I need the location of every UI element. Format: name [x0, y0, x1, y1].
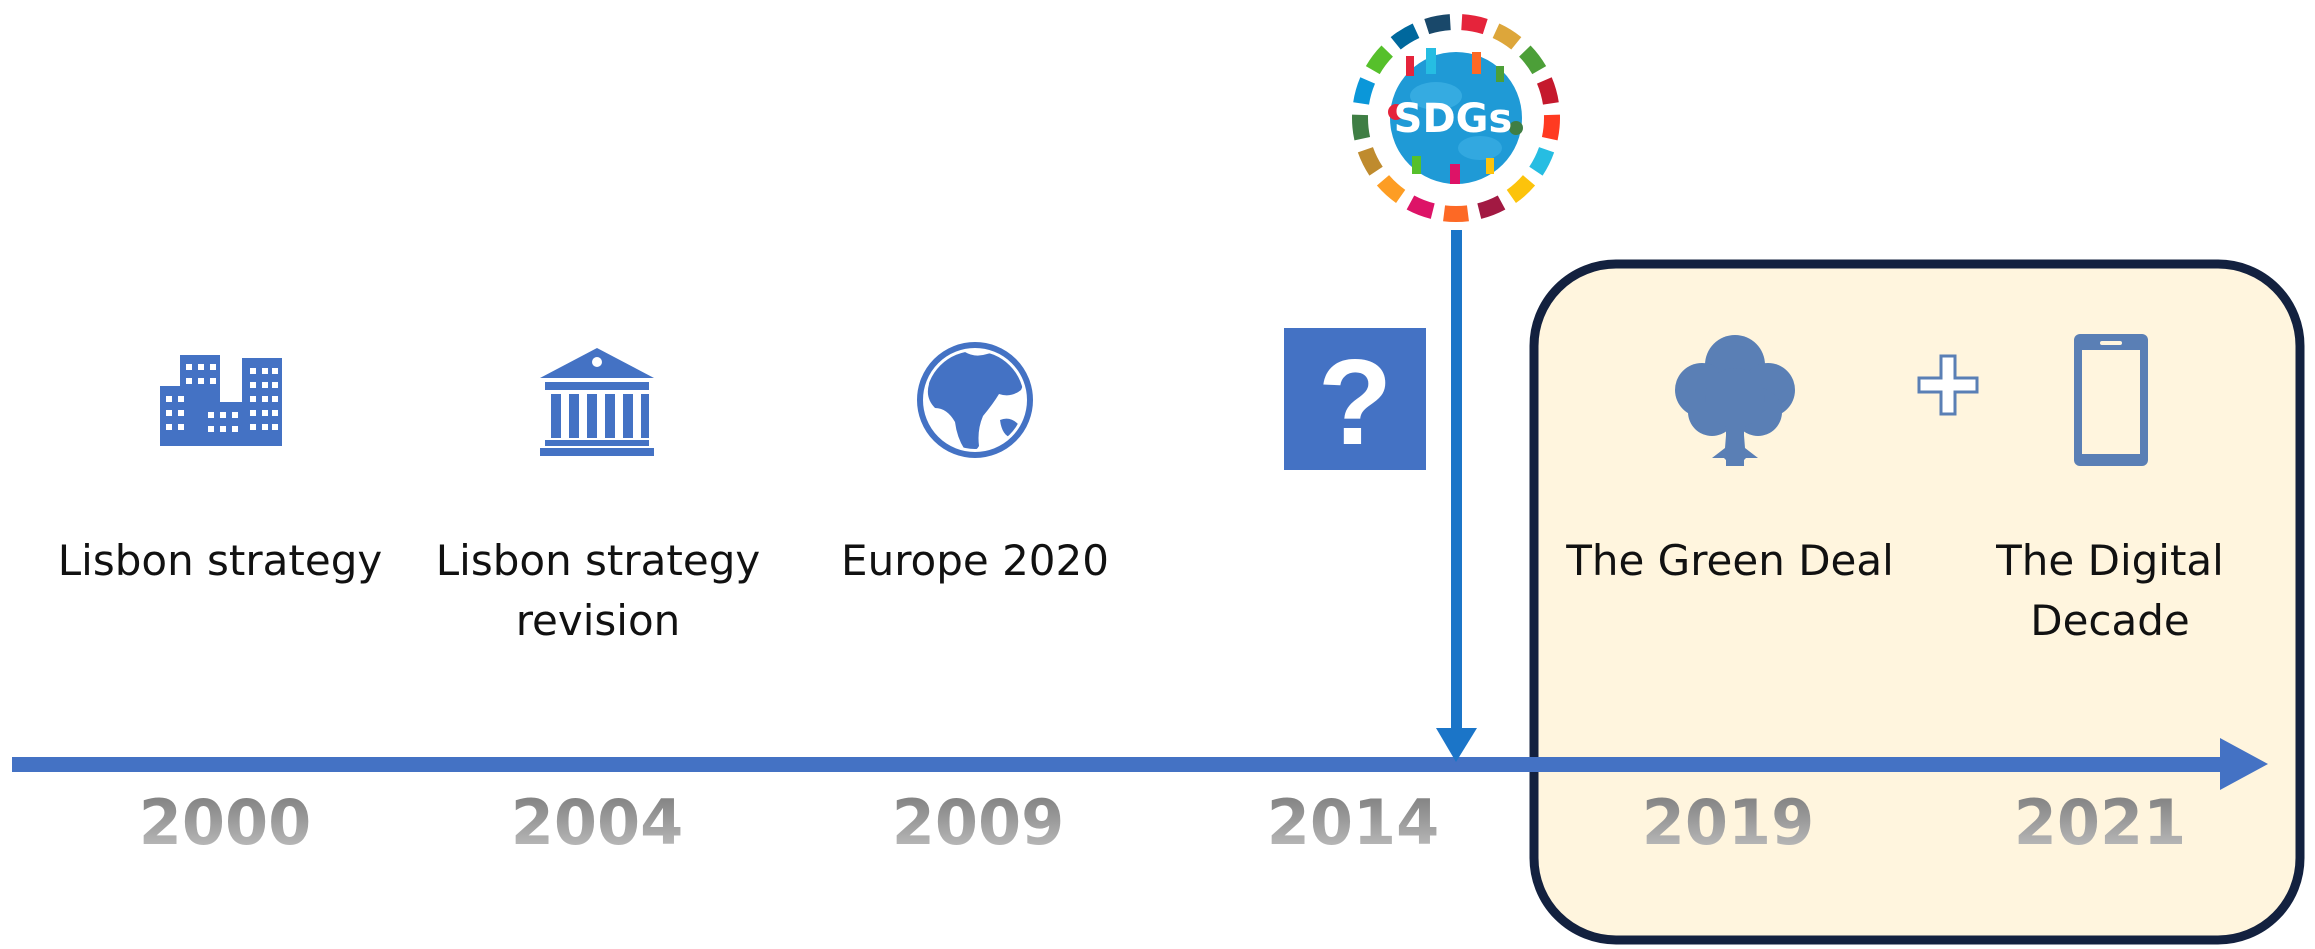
milestone-label-line: The Digital	[1996, 536, 2224, 585]
sdg-ring-segment	[1529, 147, 1555, 176]
timeline-bar	[12, 757, 2238, 772]
sdg-ring-segment	[1443, 205, 1469, 222]
milestone-label-line: Lisbon strategy	[57, 536, 383, 585]
svg-text:?: ?	[1318, 334, 1393, 470]
sdg-ring-segment	[1477, 195, 1506, 219]
sdg-ring-segment	[1365, 45, 1393, 75]
year-label-2004: 2004	[447, 788, 747, 858]
milestone-label-line: Lisbon strategy	[435, 536, 761, 585]
milestone-label-2004: Lisbon strategy revision	[408, 531, 788, 651]
sdg-wheel-icon: SDGs	[1344, 6, 1568, 230]
year-label-2014: 2014	[1203, 788, 1503, 858]
sdg-badge-text: SDGs	[1394, 96, 1513, 142]
sdg-ring-segment	[1461, 14, 1488, 35]
milestone-label-line: Decade	[2030, 596, 2190, 645]
sdg-arrowhead	[1436, 728, 1477, 762]
sdg-ring-segment	[1406, 195, 1435, 219]
question-mark-icon: ?	[1284, 328, 1426, 470]
plus-icon	[1917, 354, 1979, 416]
milestone-label-2009: Europe 2020	[785, 531, 1165, 591]
sdg-ring-segment	[1506, 175, 1536, 203]
sdg-ring-segment	[1352, 114, 1371, 141]
year-label-2000: 2000	[75, 788, 375, 858]
milestone-label-2000: Lisbon strategy	[30, 531, 410, 591]
year-label-2009: 2009	[828, 788, 1128, 858]
milestone-label-line: The Green Deal	[1566, 536, 1894, 585]
sdg-ring-segment	[1536, 77, 1559, 105]
institution-building-icon	[540, 348, 654, 456]
milestone-label-line: Europe 2020	[841, 536, 1109, 585]
sdg-ring-segment	[1353, 77, 1376, 105]
year-label-2021: 2021	[1950, 788, 2250, 858]
city-buildings-icon	[160, 355, 282, 446]
sdg-arrow-shaft	[1451, 230, 1462, 730]
sdg-ring-segment	[1357, 147, 1383, 176]
smartphone-icon	[2074, 334, 2148, 466]
sdg-ring-segment	[1541, 114, 1560, 141]
timeline-arrowhead	[2220, 738, 2268, 790]
sdg-ring-segment	[1424, 14, 1451, 35]
sdg-ring-segment	[1390, 23, 1420, 50]
milestone-label-2021: The Digital Decade	[1920, 531, 2300, 651]
milestone-label-2019: The Green Deal	[1540, 531, 1920, 591]
milestone-label-line: revision	[515, 596, 681, 645]
tree-icon	[1675, 335, 1795, 466]
sdg-ring-segment	[1519, 45, 1547, 75]
year-label-2019: 2019	[1578, 788, 1878, 858]
sdg-ring-segment	[1492, 23, 1522, 50]
sdg-ring-segment	[1376, 175, 1406, 203]
globe-icon	[917, 342, 1033, 458]
